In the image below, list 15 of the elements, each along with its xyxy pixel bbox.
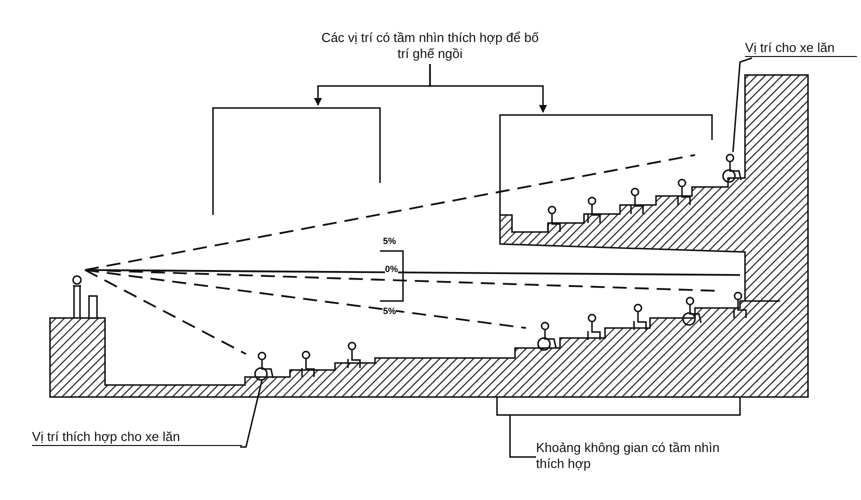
slope-label: 5% xyxy=(383,306,396,316)
bracket xyxy=(212,107,381,215)
wheelchair-user-icon xyxy=(722,154,742,183)
leader-line xyxy=(509,415,536,458)
slope-label: 0% xyxy=(385,264,398,274)
callout-text: Vị trí cho xe lăn xyxy=(745,40,857,57)
bracket xyxy=(499,114,713,215)
wheelchair-user-icon xyxy=(254,352,274,381)
slope-label: 5% xyxy=(383,236,396,246)
arrow xyxy=(429,64,547,113)
callout-text: Khoảng không gian có tầm nhìn thích hợp xyxy=(536,440,736,472)
callout-text: Vị trí thích hợp cho xe lăn xyxy=(32,429,242,446)
bracket xyxy=(496,397,741,416)
leader-line xyxy=(732,57,752,152)
callout-text: Các vị trí có tầm nhìn thích hợp để bố trí ghế ngồi xyxy=(320,30,540,62)
